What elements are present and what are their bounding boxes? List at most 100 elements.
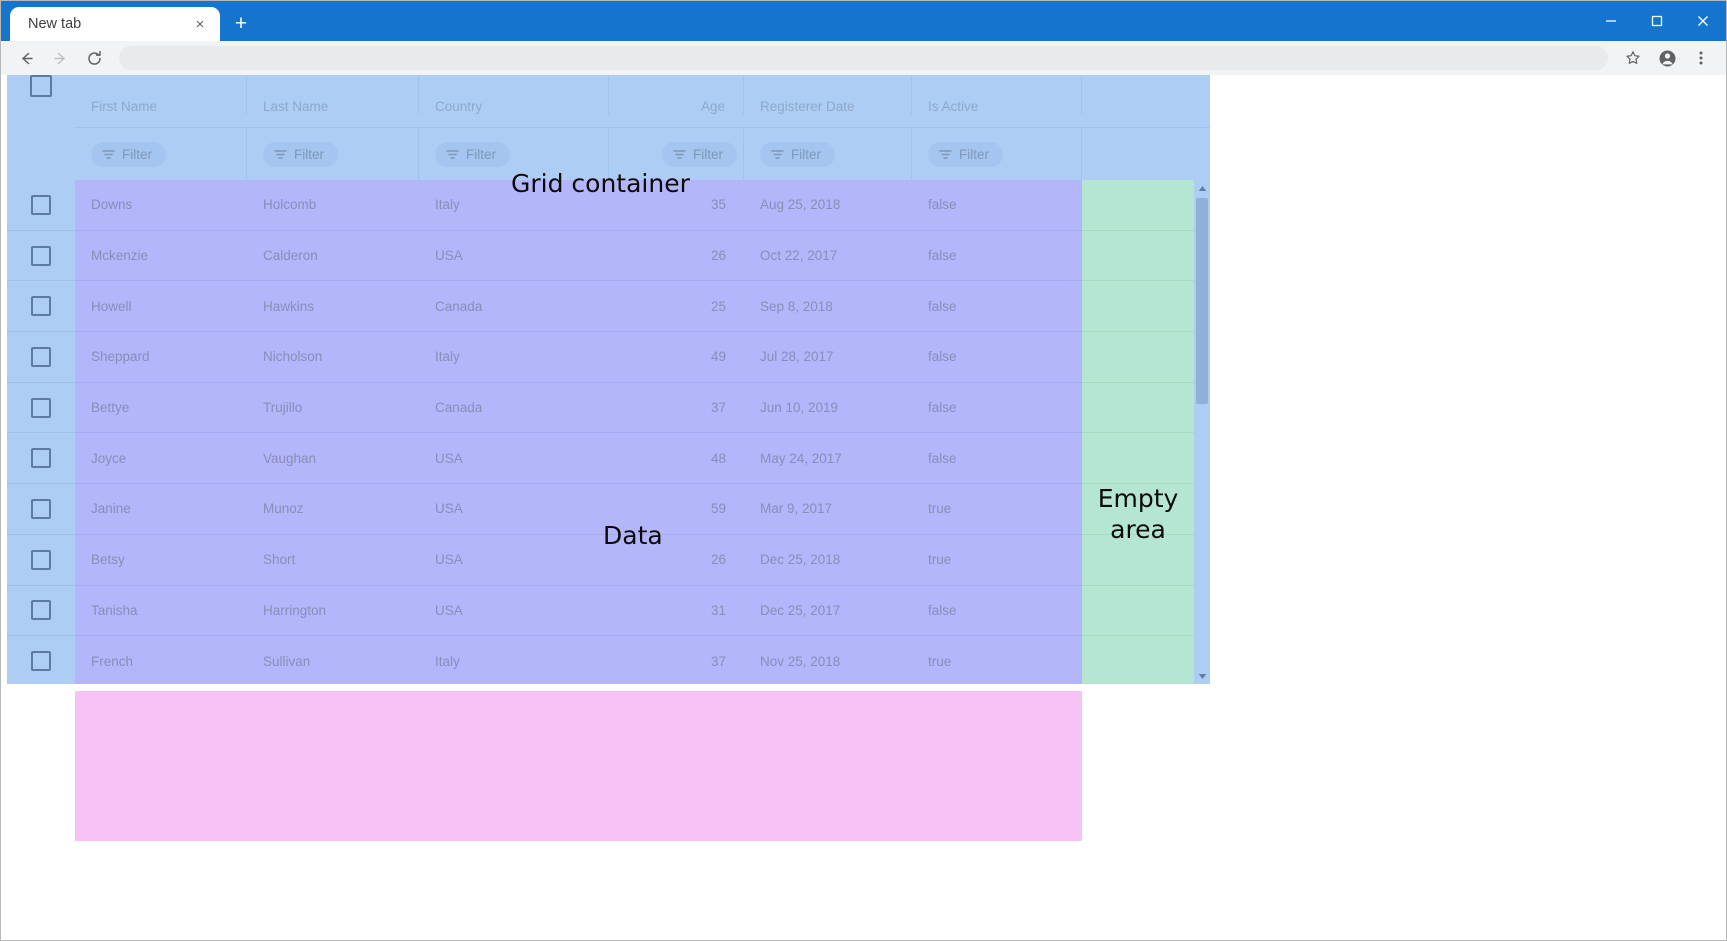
maximize-icon[interactable] [1634, 1, 1680, 41]
reload-icon[interactable] [79, 43, 109, 73]
filter-button-first-name[interactable]: Filter [91, 141, 166, 167]
cell-empty-area [1082, 636, 1210, 684]
cell-country: Italy [419, 332, 609, 383]
close-icon[interactable] [1680, 1, 1726, 41]
browser-tab[interactable]: New tab × [10, 7, 220, 41]
filter-icon [102, 149, 115, 159]
row-select-checkbox[interactable] [7, 281, 75, 333]
filter-button-age[interactable]: Filter [662, 141, 737, 167]
cell-last-name: Vaughan [247, 433, 419, 485]
filter-button-is-active[interactable]: Filter [928, 141, 1003, 167]
cell-registerer-date: May 24, 2017 [744, 433, 912, 485]
cell-empty-area [1082, 382, 1210, 434]
cell-registerer-date: Dec 25, 2017 [744, 585, 912, 637]
new-tab-button[interactable]: + [234, 11, 248, 35]
minimize-icon[interactable] [1588, 1, 1634, 41]
back-arrow-icon[interactable] [11, 43, 41, 73]
cell-first-name: Howell [75, 281, 247, 333]
row-select-checkbox[interactable] [7, 484, 75, 535]
row-select-checkbox[interactable] [7, 180, 75, 231]
cell-registerer-date: Sep 8, 2018 [744, 281, 912, 333]
cell-empty-area [1082, 230, 1210, 282]
cell-empty-area [1082, 433, 1210, 485]
row-select-checkbox[interactable] [7, 382, 75, 434]
filter-button-registerer-date[interactable]: Filter [760, 141, 835, 167]
column-header-country[interactable]: Country [419, 75, 609, 114]
cell-empty-area [1082, 484, 1210, 535]
cell-first-name: Bettye [75, 382, 247, 434]
tab-close-icon[interactable]: × [195, 15, 205, 33]
filter-button-label: Filter [466, 146, 496, 162]
select-all-checkbox[interactable] [7, 75, 75, 97]
filter-cell-age[interactable]: Filter [609, 127, 744, 180]
column-header-registerer-date[interactable]: Registerer Date [744, 75, 912, 114]
column-header-first-name[interactable]: First Name [75, 75, 247, 114]
cell-country: Canada [419, 281, 609, 333]
cell-first-name: Betsy [75, 534, 247, 586]
forward-arrow-icon[interactable] [45, 43, 75, 73]
cell-empty-area [1082, 180, 1210, 231]
cell-is-active: false [912, 433, 1082, 485]
cell-registerer-date: Aug 25, 2018 [744, 180, 912, 231]
cell-registerer-date: Jul 28, 2017 [744, 332, 912, 383]
cell-country: Italy [419, 180, 609, 231]
column-header-is-active[interactable]: Is Active [912, 75, 1082, 114]
grid-vertical-scrollbar[interactable] [1194, 180, 1210, 684]
profile-avatar-icon[interactable] [1652, 43, 1682, 73]
cell-last-name: Sullivan [247, 636, 419, 684]
filter-button-last-name[interactable]: Filter [263, 141, 338, 167]
filter-button-label: Filter [294, 146, 324, 162]
cell-is-active: false [912, 281, 1082, 333]
checkbox-box [31, 448, 51, 469]
filter-cell-is-active[interactable]: Filter [912, 127, 1082, 180]
filter-icon [771, 149, 784, 159]
scroll-down-arrow-icon[interactable] [1194, 668, 1210, 684]
scroll-up-arrow-icon[interactable] [1194, 180, 1210, 196]
cell-is-active: true [912, 636, 1082, 684]
filter-cell-last-name[interactable]: Filter [247, 127, 419, 180]
column-header-spacer [1082, 75, 1210, 99]
checkbox-box [31, 194, 51, 215]
browser-toolbar [1, 41, 1726, 75]
filter-icon [673, 149, 686, 159]
cell-age: 37 [609, 636, 744, 684]
row-select-checkbox[interactable] [7, 585, 75, 637]
column-header-last-name[interactable]: Last Name [247, 75, 419, 114]
filter-cell-registerer-date[interactable]: Filter [744, 127, 912, 180]
checkbox-box [31, 397, 51, 418]
cell-first-name: Sheppard [75, 332, 247, 383]
filter-button-label: Filter [693, 146, 723, 162]
row-select-checkbox[interactable] [7, 636, 75, 684]
cell-empty-area [1082, 281, 1210, 333]
filter-icon [274, 149, 287, 159]
row-select-checkbox[interactable] [7, 230, 75, 282]
kebab-menu-icon[interactable] [1686, 43, 1716, 73]
row-select-checkbox[interactable] [7, 433, 75, 485]
filter-cell-country[interactable]: Filter [419, 127, 609, 180]
cell-empty-area [1082, 332, 1210, 383]
scrollbar-thumb[interactable] [1196, 198, 1208, 404]
filter-cell-first-name[interactable]: Filter [75, 127, 247, 180]
checkbox-box [31, 296, 51, 317]
row-select-checkbox[interactable] [7, 534, 75, 586]
checkbox-box [30, 75, 52, 97]
star-icon[interactable] [1618, 43, 1648, 73]
row-select-checkbox[interactable] [7, 332, 75, 383]
column-header-age[interactable]: Age [609, 75, 744, 114]
cell-age: 59 [609, 484, 744, 535]
cell-last-name: Harrington [247, 585, 419, 637]
cell-country: USA [419, 585, 609, 637]
filter-button-country[interactable]: Filter [435, 141, 510, 167]
address-bar[interactable] [119, 46, 1608, 70]
